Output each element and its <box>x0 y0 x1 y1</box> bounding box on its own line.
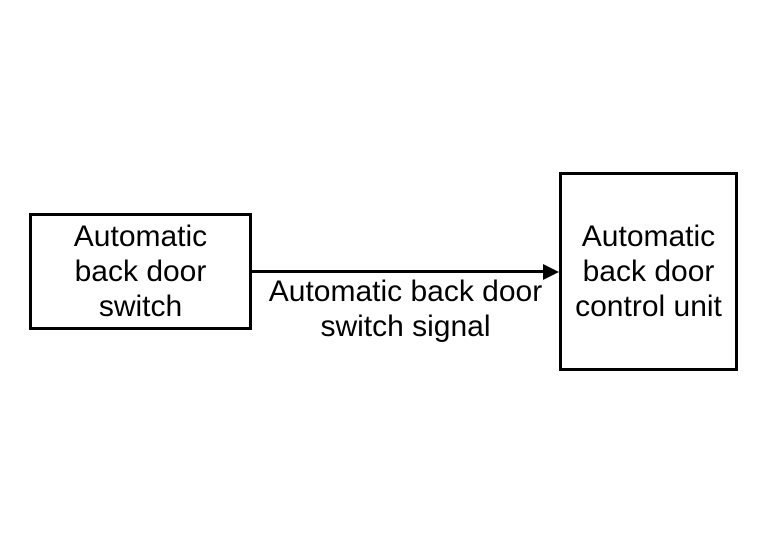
node-automatic-back-door-control-unit: Automatic back door control unit <box>559 172 738 371</box>
node-label-automatic-back-door-control-unit: Automatic back door control unit <box>575 220 722 323</box>
node-automatic-back-door-switch: Automatic back door switch <box>29 213 252 330</box>
signal-arrow-line <box>252 270 545 273</box>
arrow-head-icon <box>543 264 559 280</box>
signal-arrow-label: Automatic back door switch signal <box>268 275 543 343</box>
node-label-automatic-back-door-switch: Automatic back door switch <box>73 220 208 323</box>
